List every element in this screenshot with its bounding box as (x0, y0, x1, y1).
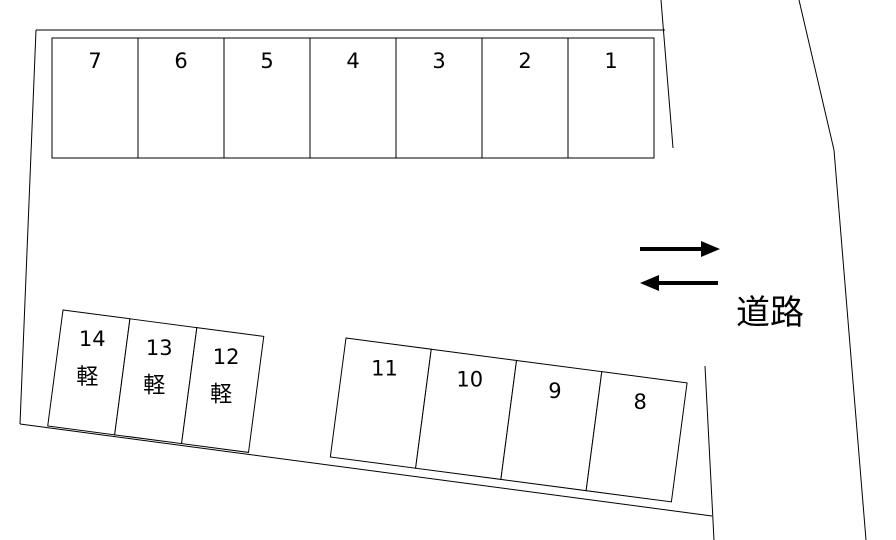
road-label: 道路 (736, 293, 804, 333)
top-row-frame (51, 37, 655, 159)
stall-number: 14 (79, 327, 106, 351)
stall-number: 12 (213, 345, 240, 369)
stall-number: 2 (518, 49, 531, 73)
kei-car-label: 軽 (210, 382, 232, 407)
lot-left-edge (19, 29, 37, 425)
arrow-left-icon (640, 275, 659, 291)
road-edge-upper (798, 0, 835, 151)
stall-number: 11 (371, 356, 398, 380)
stall-outline (181, 327, 265, 453)
top-stall-row: 7 6 5 4 3 2 1 (51, 37, 655, 159)
lot-right-edge-lower (704, 365, 715, 540)
parking-stall: 10 (415, 348, 518, 480)
lot-right-edge-upper (660, 0, 674, 149)
bottom-left-stall-group: 14 軽 13 軽 12 軽 (47, 309, 265, 453)
kei-car-label: 軽 (76, 365, 98, 390)
stall-number: 4 (346, 49, 359, 73)
stall-number: 3 (432, 49, 445, 73)
road-edge (798, 0, 867, 540)
parking-stall: 9 (500, 359, 603, 492)
stall-number: 6 (174, 49, 187, 73)
road-edge-lower (833, 149, 867, 540)
stall-number: 8 (634, 390, 647, 414)
kei-car-label: 軽 (143, 374, 165, 399)
stall-number: 13 (146, 336, 173, 360)
parking-stall: 12 軽 (181, 327, 265, 453)
parking-stall: 11 (329, 337, 432, 469)
arrow-right-icon (701, 241, 720, 257)
two-way-traffic-arrows (640, 241, 720, 291)
stall-number: 9 (548, 379, 561, 403)
lot-boundary (19, 0, 715, 540)
stall-number: 7 (88, 49, 101, 73)
parking-stall: 8 (585, 371, 688, 503)
stall-number: 1 (604, 49, 617, 73)
bottom-right-stall-group: 11 10 9 8 (329, 337, 688, 503)
lot-bottom-edge (19, 423, 713, 517)
parking-stall: 13 軽 (114, 318, 198, 445)
stall-number: 10 (456, 368, 483, 392)
stall-number: 5 (260, 49, 273, 73)
stall-outline (585, 371, 688, 503)
